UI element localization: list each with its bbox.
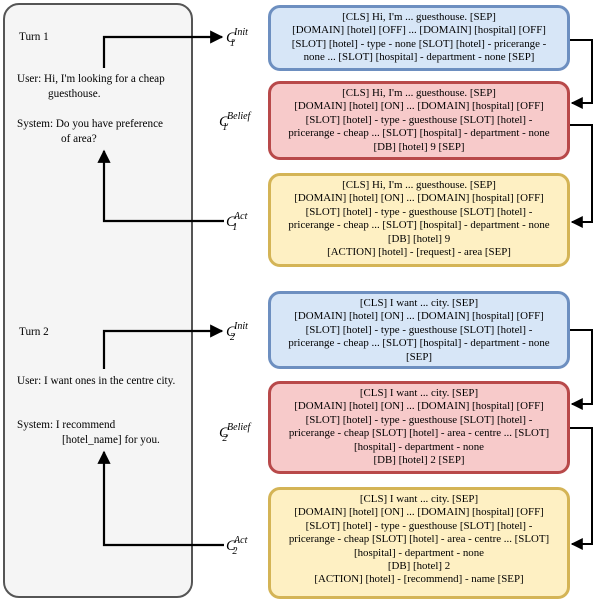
arrow-user1-to-c1init: [102, 30, 224, 68]
sequence-line: [CLS] Hi, I'm ... guesthouse. [SEP]: [342, 179, 496, 191]
arrow-c1belief-to-c1act: [570, 124, 593, 228]
turn1-act-sequence-box: [CLS] Hi, I'm ... guesthouse. [SEP][DOMA…: [268, 173, 570, 267]
sequence-line: [DB] [hotel] 2 [SEP]: [373, 454, 465, 467]
arrow-c1act-to-system1: [97, 149, 224, 223]
c2-act-label: CAct2: [226, 535, 248, 557]
sequence-line: [CLS] I want ... city. [SEP]: [359, 493, 479, 505]
c1-init-label: CInit1: [226, 27, 248, 49]
sequence-line: [CLS] I want ... city. [SEP]: [359, 387, 479, 399]
sequence-line: [SLOT] [hotel] - type - guesthouse [SLOT…: [305, 323, 533, 336]
arrow-c2belief-to-c2act: [570, 427, 593, 550]
arrow-c1init-to-c1belief: [570, 39, 593, 109]
sequence-line: pricerange - cheap ... [SLOT] [hospital]…: [288, 337, 550, 350]
sequence-line: pricerange - cheap [SLOT] [hotel] - area…: [288, 533, 550, 546]
turn2-system-utterance-line2: [hotel_name] for you.: [62, 434, 160, 446]
sequence-line: [hospital] - department - none: [353, 440, 485, 453]
sequence-line: pricerange - cheap ... [SLOT] [hospital]…: [288, 127, 550, 140]
sequence-line: [SLOT] [hotel] - type - guesthouse [SLOT…: [305, 113, 533, 126]
sequence-line: [DOMAIN] [hotel] [ON] ... [DOMAIN] [hosp…: [294, 310, 544, 323]
sequence-line: [CLS] I want ... city. [SEP]: [359, 297, 479, 309]
sequence-line: [hospital] - department - none: [353, 546, 485, 559]
dialogue-panel: [3, 3, 193, 598]
sequence-line: [DOMAIN] [hotel] [ON] ... [DOMAIN] [hosp…: [294, 100, 544, 113]
turn2-user-utterance: User: I want ones in the centre city.: [17, 375, 176, 387]
turn1-system-utterance-line1: System: Do you have preference: [17, 118, 164, 130]
sequence-line: [SEP]: [405, 350, 433, 363]
c2-belief-label: CBelief2: [219, 422, 251, 444]
c1-act-label: CAct1: [226, 211, 248, 233]
turn2-title: Turn 2: [19, 326, 49, 338]
turn2-act-sequence-box: [CLS] I want ... city. [SEP][DOMAIN] [ho…: [268, 487, 570, 599]
sequence-line: pricerange - cheap [SLOT] [hotel] - area…: [288, 427, 550, 440]
turn1-title: Turn 1: [19, 31, 49, 43]
turn1-belief-sequence-box: [CLS] Hi, I'm ... guesthouse. [SEP][DOMA…: [268, 81, 570, 160]
sequence-line: [CLS] Hi, I'm ... guesthouse. [SEP]: [342, 87, 496, 99]
sequence-line: [DB] [hotel] 2: [387, 560, 451, 573]
sequence-line: none ... [SLOT] [hospital] - department …: [303, 51, 535, 64]
turn1-init-sequence-box: [CLS] Hi, I'm ... guesthouse. [SEP][DOMA…: [268, 5, 570, 71]
turn1-user-utterance-line1: User: Hi, I'm looking for a cheap: [17, 73, 165, 85]
sequence-line: [SLOT] [hotel] - type - guesthouse [SLOT…: [305, 519, 533, 532]
c1-belief-label: CBelief1: [219, 111, 251, 133]
arrow-c2act-to-system2: [97, 450, 224, 547]
arrow-user2-to-c2init: [102, 324, 224, 369]
turn2-belief-sequence-box: [CLS] I want ... city. [SEP][DOMAIN] [ho…: [268, 381, 570, 474]
sequence-line: [SLOT] [hotel] - type - guesthouse [SLOT…: [305, 205, 533, 218]
sequence-line: [DB] [hotel] 9 [SEP]: [373, 140, 465, 153]
turn1-system-utterance-line2: of area?: [61, 133, 97, 145]
sequence-line: [DOMAIN] [hotel] [ON] ... [DOMAIN] [hosp…: [294, 506, 544, 519]
sequence-line: [ACTION] [hotel] - [request] - area [SEP…: [327, 246, 511, 259]
sequence-line: [SLOT] [hotel] - type - none [SLOT] [hot…: [291, 37, 547, 50]
turn2-init-sequence-box: [CLS] I want ... city. [SEP][DOMAIN] [ho…: [268, 291, 570, 369]
sequence-line: [DOMAIN] [hotel] [OFF] ... [DOMAIN] [hos…: [292, 24, 546, 37]
sequence-line: [CLS] Hi, I'm ... guesthouse. [SEP]: [342, 11, 496, 23]
sequence-line: [DB] [hotel] 9: [387, 232, 451, 245]
sequence-line: [DOMAIN] [hotel] [ON] ... [DOMAIN] [hosp…: [294, 400, 544, 413]
arrow-c2init-to-c2belief: [570, 329, 593, 410]
c2-init-label: CInit2: [226, 321, 248, 343]
turn2-system-utterance-line1: System: I recommend: [17, 419, 116, 431]
sequence-line: pricerange - cheap ... [SLOT] [hospital]…: [288, 219, 550, 232]
sequence-line: [ACTION] [hotel] - [recommend] - name [S…: [314, 573, 524, 586]
sequence-line: [SLOT] [hotel] - type - guesthouse [SLOT…: [305, 413, 533, 426]
turn1-user-utterance-line2: guesthouse.: [48, 88, 101, 100]
sequence-line: [DOMAIN] [hotel] [ON] ... [DOMAIN] [hosp…: [294, 192, 544, 205]
